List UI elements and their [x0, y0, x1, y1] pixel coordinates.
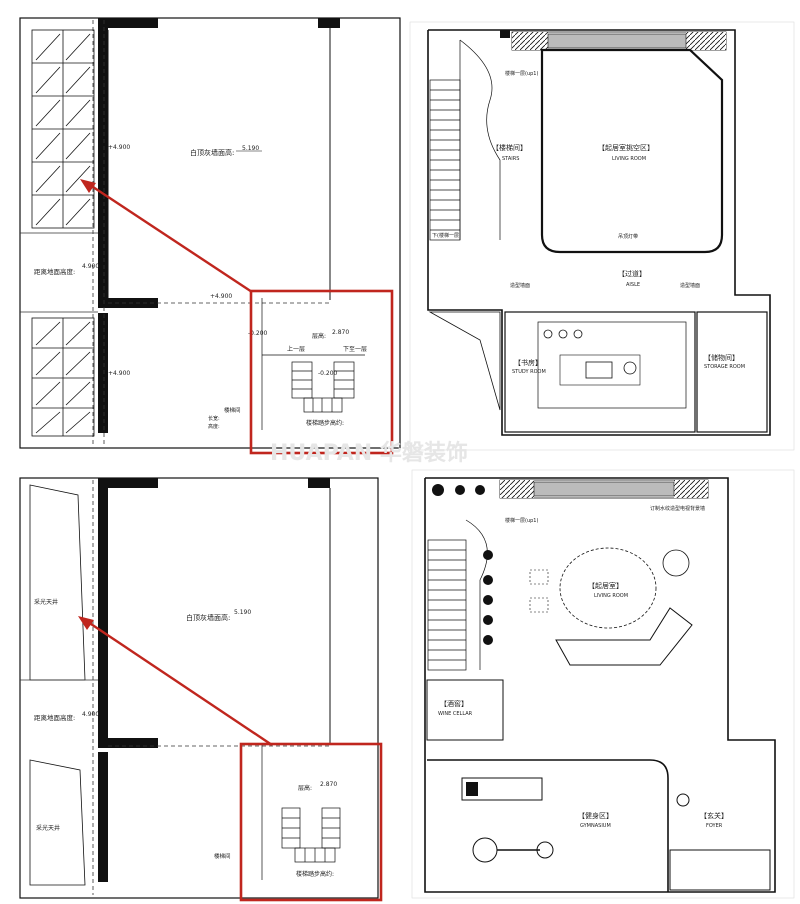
- plan4-wine-en: WINE CELLAR: [438, 711, 473, 717]
- plan1-elev-f: -0.200: [318, 370, 338, 377]
- plan3-highlight-box: [239, 742, 383, 902]
- plan1-ceiling-label: 白顶灰墙面高:: [190, 148, 234, 157]
- plan3-height-value: 2.870: [320, 781, 337, 788]
- plan1-note-line1: 长宽:: [208, 415, 220, 422]
- plan4-rug: [559, 547, 657, 629]
- plan1-elev-e: -0.200: [248, 330, 268, 337]
- plan1-stair-block: [261, 298, 365, 430]
- plan1-elev-b: +4.900: [108, 370, 130, 377]
- plan3-arrow-head: [78, 616, 94, 630]
- plan2-storage-room: [696, 311, 768, 433]
- plan1-elev-c: +4.900: [210, 293, 232, 300]
- plan1-highlight-box: [249, 289, 394, 455]
- plan4-wine-cn: 【酒窖】: [440, 699, 468, 708]
- plan2-note-wall: 造型墙面: [510, 282, 530, 289]
- plan1-floor-height-label: 距离地面高度:: [34, 267, 75, 276]
- plan4-wine-cellar: [426, 679, 504, 741]
- plan2-study-en: STUDY ROOM: [512, 369, 546, 375]
- plan-3: 采光天井 采光天井 白顶灰墙面高: 5.190 距离地面高度: 4.900 层高…: [19, 477, 383, 902]
- plan-4: 楼梯一层(up1) 订制水纹造型电视背景墙 【起居室】 LIVING ROOM …: [411, 469, 795, 899]
- plan3-lightwell-lower: [29, 759, 86, 886]
- plan1-stair-label: 楼梯间: [224, 406, 241, 414]
- plan4-gym-cn: 【健身区】: [578, 811, 613, 820]
- plan2-living-cn: 【起居室挑空区】: [598, 143, 654, 152]
- plan1-floor-height-value: 4.900: [82, 263, 99, 270]
- plan2-note-wall2: 造型墙面: [680, 282, 700, 289]
- plan2-living-en: LIVING ROOM: [612, 156, 646, 162]
- plan-2: 楼梯一层(up1) 下(楼梯一层) 【楼梯间】 STAIRS 【起居室挑空区】 …: [409, 21, 795, 451]
- plan4-foyer-en: FOYER: [706, 823, 723, 829]
- plan-1: 白顶灰墙面高: 5.190 距离地面高度: 4.900 +4.900 +4.90…: [19, 17, 401, 455]
- plan1-note-bottom: 楼梯踏步高约:: [306, 419, 344, 427]
- plan4-note-tv: 订制水纹造型电视背景墙: [650, 505, 705, 512]
- plan3-stair-label: 楼梯间: [214, 852, 231, 860]
- plan2-study-cn: 【书房】: [514, 358, 542, 367]
- plan1-down-label: 下至一层: [343, 346, 367, 353]
- watermark: HUAPAN 华磐装饰: [270, 440, 468, 466]
- plan4-sofa: [555, 607, 693, 666]
- plan4-living-cn: 【起居室】: [588, 581, 623, 590]
- plan1-ceiling-value: 5.190: [242, 145, 259, 152]
- plan2-stairs-en: STAIRS: [502, 156, 519, 162]
- plan3-note-bottom: 楼梯踏步高约:: [296, 870, 334, 878]
- plan3-lightwell-upper: [29, 484, 86, 681]
- window-grid-lower: [31, 317, 95, 437]
- plan2-stairs: [429, 39, 501, 241]
- plan2-storage-en: STORAGE ROOM: [704, 364, 745, 370]
- plan2-note-light: 吊顶灯带: [618, 233, 638, 240]
- plan3-floor-height-label: 距离地面高度:: [34, 713, 75, 722]
- plan2-aisle-cn: 【过道】: [618, 269, 646, 278]
- plan3-floor-height-value: 4.900: [82, 711, 99, 718]
- plan4-foyer-cn: 【玄关】: [700, 811, 728, 820]
- plan4-treadmill: [461, 777, 543, 801]
- plan2-living-void: [540, 48, 724, 254]
- plan1-up-label: 上一层: [287, 345, 305, 353]
- plan4-stairs: [427, 519, 488, 671]
- plan4-living-en: LIVING ROOM: [594, 593, 628, 599]
- plan2-stairs-cn: 【楼梯间】: [492, 143, 527, 152]
- plan3-stair-block: [261, 745, 341, 880]
- plan1-note-line2: 高度:: [208, 423, 220, 430]
- plan3-light-label2: 采光天井: [36, 824, 60, 832]
- plan1-elev-a: +4.900: [108, 144, 130, 151]
- plan2-note-stairs-down: 下(楼梯一层): [432, 232, 461, 239]
- plan3-light-label: 采光天井: [34, 598, 58, 606]
- window-grid-upper: [31, 29, 95, 229]
- plan2-aisle-en: AISLE: [626, 282, 640, 288]
- plan1-arrow-head: [80, 179, 96, 193]
- plan1-arrow-line: [89, 183, 253, 294]
- plan1-height-label: 层高:: [312, 332, 326, 340]
- plan4-gym-en: GYMNASIUM: [580, 823, 611, 829]
- plan2-storage-cn: 【储物间】: [704, 353, 739, 362]
- plan4-note-stairs: 楼梯一层(up1): [505, 517, 538, 524]
- plan3-ceiling-value: 5.190: [234, 609, 251, 616]
- plan2-note-stairs: 楼梯一层(up1): [505, 70, 538, 77]
- plan1-height-value: 2.870: [332, 329, 349, 336]
- plan3-height-label: 层高:: [298, 784, 312, 792]
- plan2-study-room: [504, 311, 696, 433]
- plan3-ceiling-label: 白顶灰墙面高:: [186, 613, 230, 622]
- plan3-arrow-line: [87, 621, 273, 746]
